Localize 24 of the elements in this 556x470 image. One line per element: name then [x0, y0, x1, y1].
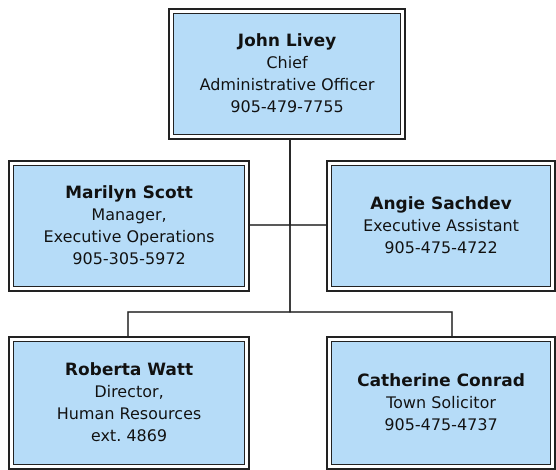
- detail-text: Chief: [266, 52, 308, 74]
- detail-text: Administrative Officer: [200, 74, 374, 96]
- person-name: Angie Sachdev: [370, 193, 512, 215]
- person-name: John Livey: [238, 30, 336, 52]
- org-box: [168, 8, 406, 140]
- org-box: [8, 336, 250, 470]
- person-name: Roberta Watt: [64, 359, 194, 381]
- detail-text: Executive Assistant: [363, 215, 519, 237]
- detail-text: 905-475-4722: [384, 237, 498, 259]
- detail-text: ext. 4869: [90, 425, 168, 447]
- detail-text: Human Resources: [56, 403, 202, 425]
- org-box: [326, 336, 556, 470]
- detail-text: 905-479-7755: [230, 96, 344, 118]
- detail-text: 905-475-4737: [384, 414, 498, 436]
- detail-text: Director,: [94, 381, 164, 403]
- org-box: [326, 160, 556, 292]
- detail-text: 905-305-5972: [72, 248, 186, 270]
- connector-line: [289, 140, 453, 336]
- detail-text: Town Solicitor: [386, 392, 496, 414]
- org-box: [8, 160, 250, 292]
- detail-text: Executive Operations: [44, 226, 214, 248]
- person-name: Marilyn Scott: [65, 182, 193, 204]
- detail-text: Manager,: [91, 204, 167, 226]
- person-name: Catherine Conrad: [357, 370, 525, 392]
